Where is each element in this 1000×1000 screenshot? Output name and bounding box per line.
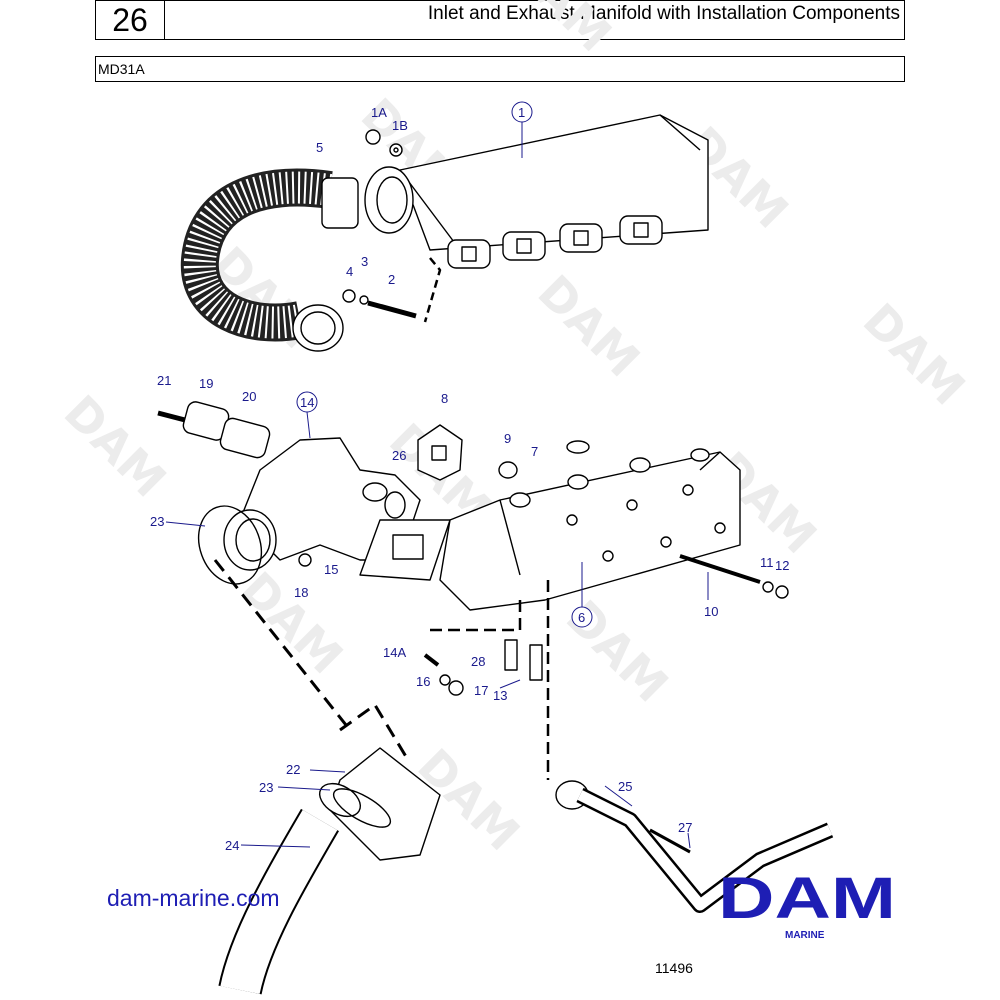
callout-8: 8 bbox=[441, 391, 448, 406]
stud-10 bbox=[679, 554, 761, 584]
exhaust-manifold bbox=[439, 448, 741, 611]
page-title: Inlet and Exhaust Manifold with Installa… bbox=[427, 3, 900, 24]
plug-1a bbox=[365, 129, 381, 145]
website-link[interactable]: dam-marine.com bbox=[107, 885, 280, 911]
callout-19: 19 bbox=[199, 376, 213, 391]
callout-14a: 14A bbox=[383, 645, 406, 660]
washer-9 bbox=[498, 461, 518, 479]
washer-3 bbox=[359, 295, 369, 305]
callout-21: 21 bbox=[157, 373, 171, 388]
callout-12: 12 bbox=[775, 558, 789, 573]
model-name: MD31A bbox=[95, 56, 905, 82]
nut-4 bbox=[342, 289, 356, 303]
dam-logo: DAM bbox=[718, 870, 896, 925]
callout-28: 28 bbox=[471, 654, 485, 669]
inlet-manifold bbox=[364, 114, 709, 269]
callout-9: 9 bbox=[504, 431, 511, 446]
callout-3: 3 bbox=[361, 254, 368, 269]
callout-17: 17 bbox=[474, 683, 488, 698]
intake-hose bbox=[180, 168, 359, 352]
drawing-number: 11496 bbox=[655, 960, 693, 976]
callout-14: 14 bbox=[300, 395, 314, 410]
callout-18: 18 bbox=[294, 585, 308, 600]
washer-1b bbox=[389, 143, 403, 157]
flange-15 bbox=[359, 519, 451, 581]
svg-text:DAM: DAM bbox=[718, 870, 896, 925]
callout-11: 11 bbox=[760, 555, 774, 570]
callout-26: 26 bbox=[392, 448, 406, 463]
svg-text:DAM: DAM bbox=[556, 590, 679, 713]
callout-20: 20 bbox=[242, 389, 256, 404]
bolt-21 bbox=[157, 410, 186, 423]
svg-text:DAM: DAM bbox=[499, 0, 622, 62]
callout-6: 6 bbox=[578, 610, 585, 625]
header-box: 26 Inlet and Exhaust Manifold with Insta… bbox=[95, 0, 905, 40]
svg-text:DAM: DAM bbox=[853, 293, 976, 416]
svg-text:DAM: DAM bbox=[54, 385, 177, 508]
exhaust-elbow bbox=[223, 437, 421, 571]
callout-10: 10 bbox=[704, 604, 718, 619]
water-pipe bbox=[555, 780, 834, 913]
sender-28 bbox=[504, 639, 518, 671]
callout-13: 13 bbox=[493, 688, 507, 703]
callout-5: 5 bbox=[316, 140, 323, 155]
plug-7 bbox=[566, 440, 590, 454]
gasket-20 bbox=[219, 417, 271, 459]
page-number: 26 bbox=[96, 1, 165, 39]
svg-text:DAM: DAM bbox=[528, 265, 651, 388]
callout-25: 25 bbox=[618, 779, 632, 794]
callout-1a: 1A bbox=[371, 105, 387, 120]
callout-23-top: 23 bbox=[150, 514, 164, 529]
callout-22: 22 bbox=[286, 762, 300, 777]
sender-13 bbox=[529, 644, 543, 681]
plug-18 bbox=[298, 553, 312, 567]
callout-15: 15 bbox=[324, 562, 338, 577]
callout-7: 7 bbox=[531, 444, 538, 459]
callout-24: 24 bbox=[225, 838, 239, 853]
exhaust-hose bbox=[218, 747, 441, 995]
o-ring-26 bbox=[384, 491, 406, 519]
callout-27: 27 bbox=[678, 820, 692, 835]
callout-2: 2 bbox=[388, 272, 395, 287]
gasket-8 bbox=[417, 424, 463, 481]
callout-1: 1 bbox=[518, 105, 525, 120]
clamp-23 bbox=[197, 505, 263, 585]
callout-4: 4 bbox=[346, 264, 353, 279]
callout-16: 16 bbox=[416, 674, 430, 689]
callout-labels: 1 1A 1B 2 3 4 5 6 7 8 9 10 11 12 13 14 1… bbox=[150, 105, 789, 853]
callout-23-bottom: 23 bbox=[259, 780, 273, 795]
callout-1b: 1B bbox=[392, 118, 408, 133]
logo-subtext: MARINE bbox=[785, 930, 825, 941]
